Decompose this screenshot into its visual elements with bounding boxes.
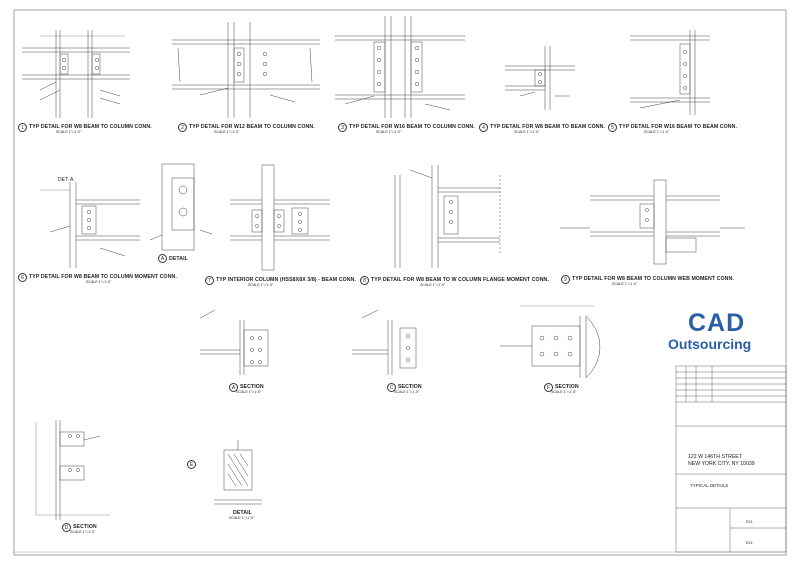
company-logo-cad: CAD xyxy=(688,309,746,337)
detail-1-title: TYP DETAIL FOR W8 BEAM TO COLUMN CONN. xyxy=(29,124,152,130)
detail-5-drawing xyxy=(630,30,710,115)
detail-3-drawing xyxy=(335,16,465,118)
section-f-title: SECTION xyxy=(555,384,579,390)
section-a-title: SECTION xyxy=(240,384,264,390)
section-a-scale: SCALE 1"=1'-0" xyxy=(236,390,262,394)
detail-2-drawing xyxy=(172,22,320,118)
detail-9-scale: SCALE 1"=1'-0" xyxy=(612,282,638,286)
detail-1-number: 1 xyxy=(18,123,27,132)
detail-5-number: 5 xyxy=(608,123,617,132)
detail-8-drawing xyxy=(394,165,501,268)
detail-e-title: DETAIL xyxy=(233,510,252,516)
detail-e-drawing xyxy=(214,440,262,505)
detail-4-drawing xyxy=(505,46,575,110)
detail-8-number: 8 xyxy=(360,276,369,285)
section-c-letter: C xyxy=(387,383,396,392)
detail-4-number: 4 xyxy=(479,123,488,132)
detail-2-scale: SCALE 1"=1'-0" xyxy=(214,130,240,134)
section-c-drawing xyxy=(352,309,417,375)
detail-7-number: 7 xyxy=(205,276,214,285)
detail-6-title: TYP DETAIL FOR W8 BEAM TO COLUMN MOMENT … xyxy=(29,274,177,280)
detail-6-drawing xyxy=(40,182,140,268)
detail-e-scale: SCALE 1"=1'-0" xyxy=(229,516,255,520)
detail-7-drawing xyxy=(230,164,330,271)
detail-2-number: 2 xyxy=(178,123,187,132)
detail-9-title: TYP DETAIL FOR W8 BEAM TO COLUMN WEB MOM… xyxy=(572,276,734,282)
det-a-tag: DET. A xyxy=(58,177,74,183)
detail-a-drawing xyxy=(149,163,213,251)
detail-4-scale: SCALE 1"=1'-0" xyxy=(514,130,540,134)
detail-e-letter: E xyxy=(187,460,196,469)
section-f-letter: F xyxy=(544,383,553,392)
section-d-scale: SCALE 1"=1'-0" xyxy=(70,530,96,534)
section-a-drawing xyxy=(199,309,269,375)
section-f-drawing xyxy=(500,305,601,379)
title-block-frame xyxy=(675,365,787,553)
sheet-number-1: E11 xyxy=(746,519,753,524)
section-c-title: SECTION xyxy=(398,384,422,390)
section-a-letter: A xyxy=(229,383,238,392)
detail-6-scale: SCALE 1"=1'-0" xyxy=(86,280,112,284)
detail-7-title: TYP INTERIOR COLUMN (HSS8X8X 3/8) - BEAM… xyxy=(216,277,356,283)
company-logo-outsourcing: Outsourcing xyxy=(668,336,752,352)
detail-3-number: 3 xyxy=(338,123,347,132)
detail-6-number: 6 xyxy=(18,273,27,282)
section-d-title: SECTION xyxy=(73,524,97,530)
detail-1-scale: SCALE 1"=1'-0" xyxy=(56,130,82,134)
detail-4-title: TYP DETAIL FOR W8 BEAM TO BEAM CONN. xyxy=(490,124,606,130)
detail-7-scale: SCALE 1"=1'-0" xyxy=(248,283,274,287)
section-c-scale: SCALE 1"=1'-0" xyxy=(394,390,420,394)
detail-5-title: TYP DETAIL FOR W16 BEAM TO BEAM CONN. xyxy=(619,124,738,130)
detail-a-title: DETAIL xyxy=(169,256,188,262)
detail-a-letter: A xyxy=(158,254,167,263)
detail-9-number: 9 xyxy=(561,275,570,284)
section-d-drawing xyxy=(35,420,110,520)
detail-3-title: TYP DETAIL FOR W16 BEAM TO COLUMN CONN. xyxy=(349,124,475,130)
project-address-line1: 122 W 146TH STREET xyxy=(688,454,742,460)
sheet-title: TYPICAL DETAILS xyxy=(690,483,729,488)
detail-9-drawing xyxy=(560,179,745,265)
detail-3-scale: SCALE 1"=1'-0" xyxy=(376,130,402,134)
detail-2-title: TYP DETAIL FOR W12 BEAM TO COLUMN CONN. xyxy=(189,124,315,130)
section-d-letter: D xyxy=(62,523,71,532)
sheet-number-2: E11 xyxy=(746,540,753,545)
section-f-scale: SCALE 1"=1'-0" xyxy=(551,390,577,394)
detail-8-scale: SCALE 1"=1'-0" xyxy=(420,283,446,287)
detail-5-scale: SCALE 1"=1'-0" xyxy=(644,130,670,134)
detail-8-title: TYP DETAIL FOR W8 BEAM TO W COLUMN FLANG… xyxy=(371,277,549,283)
project-address-line2: NEW YORK CITY, NY 10039 xyxy=(688,461,755,467)
detail-1-drawing xyxy=(22,30,130,118)
